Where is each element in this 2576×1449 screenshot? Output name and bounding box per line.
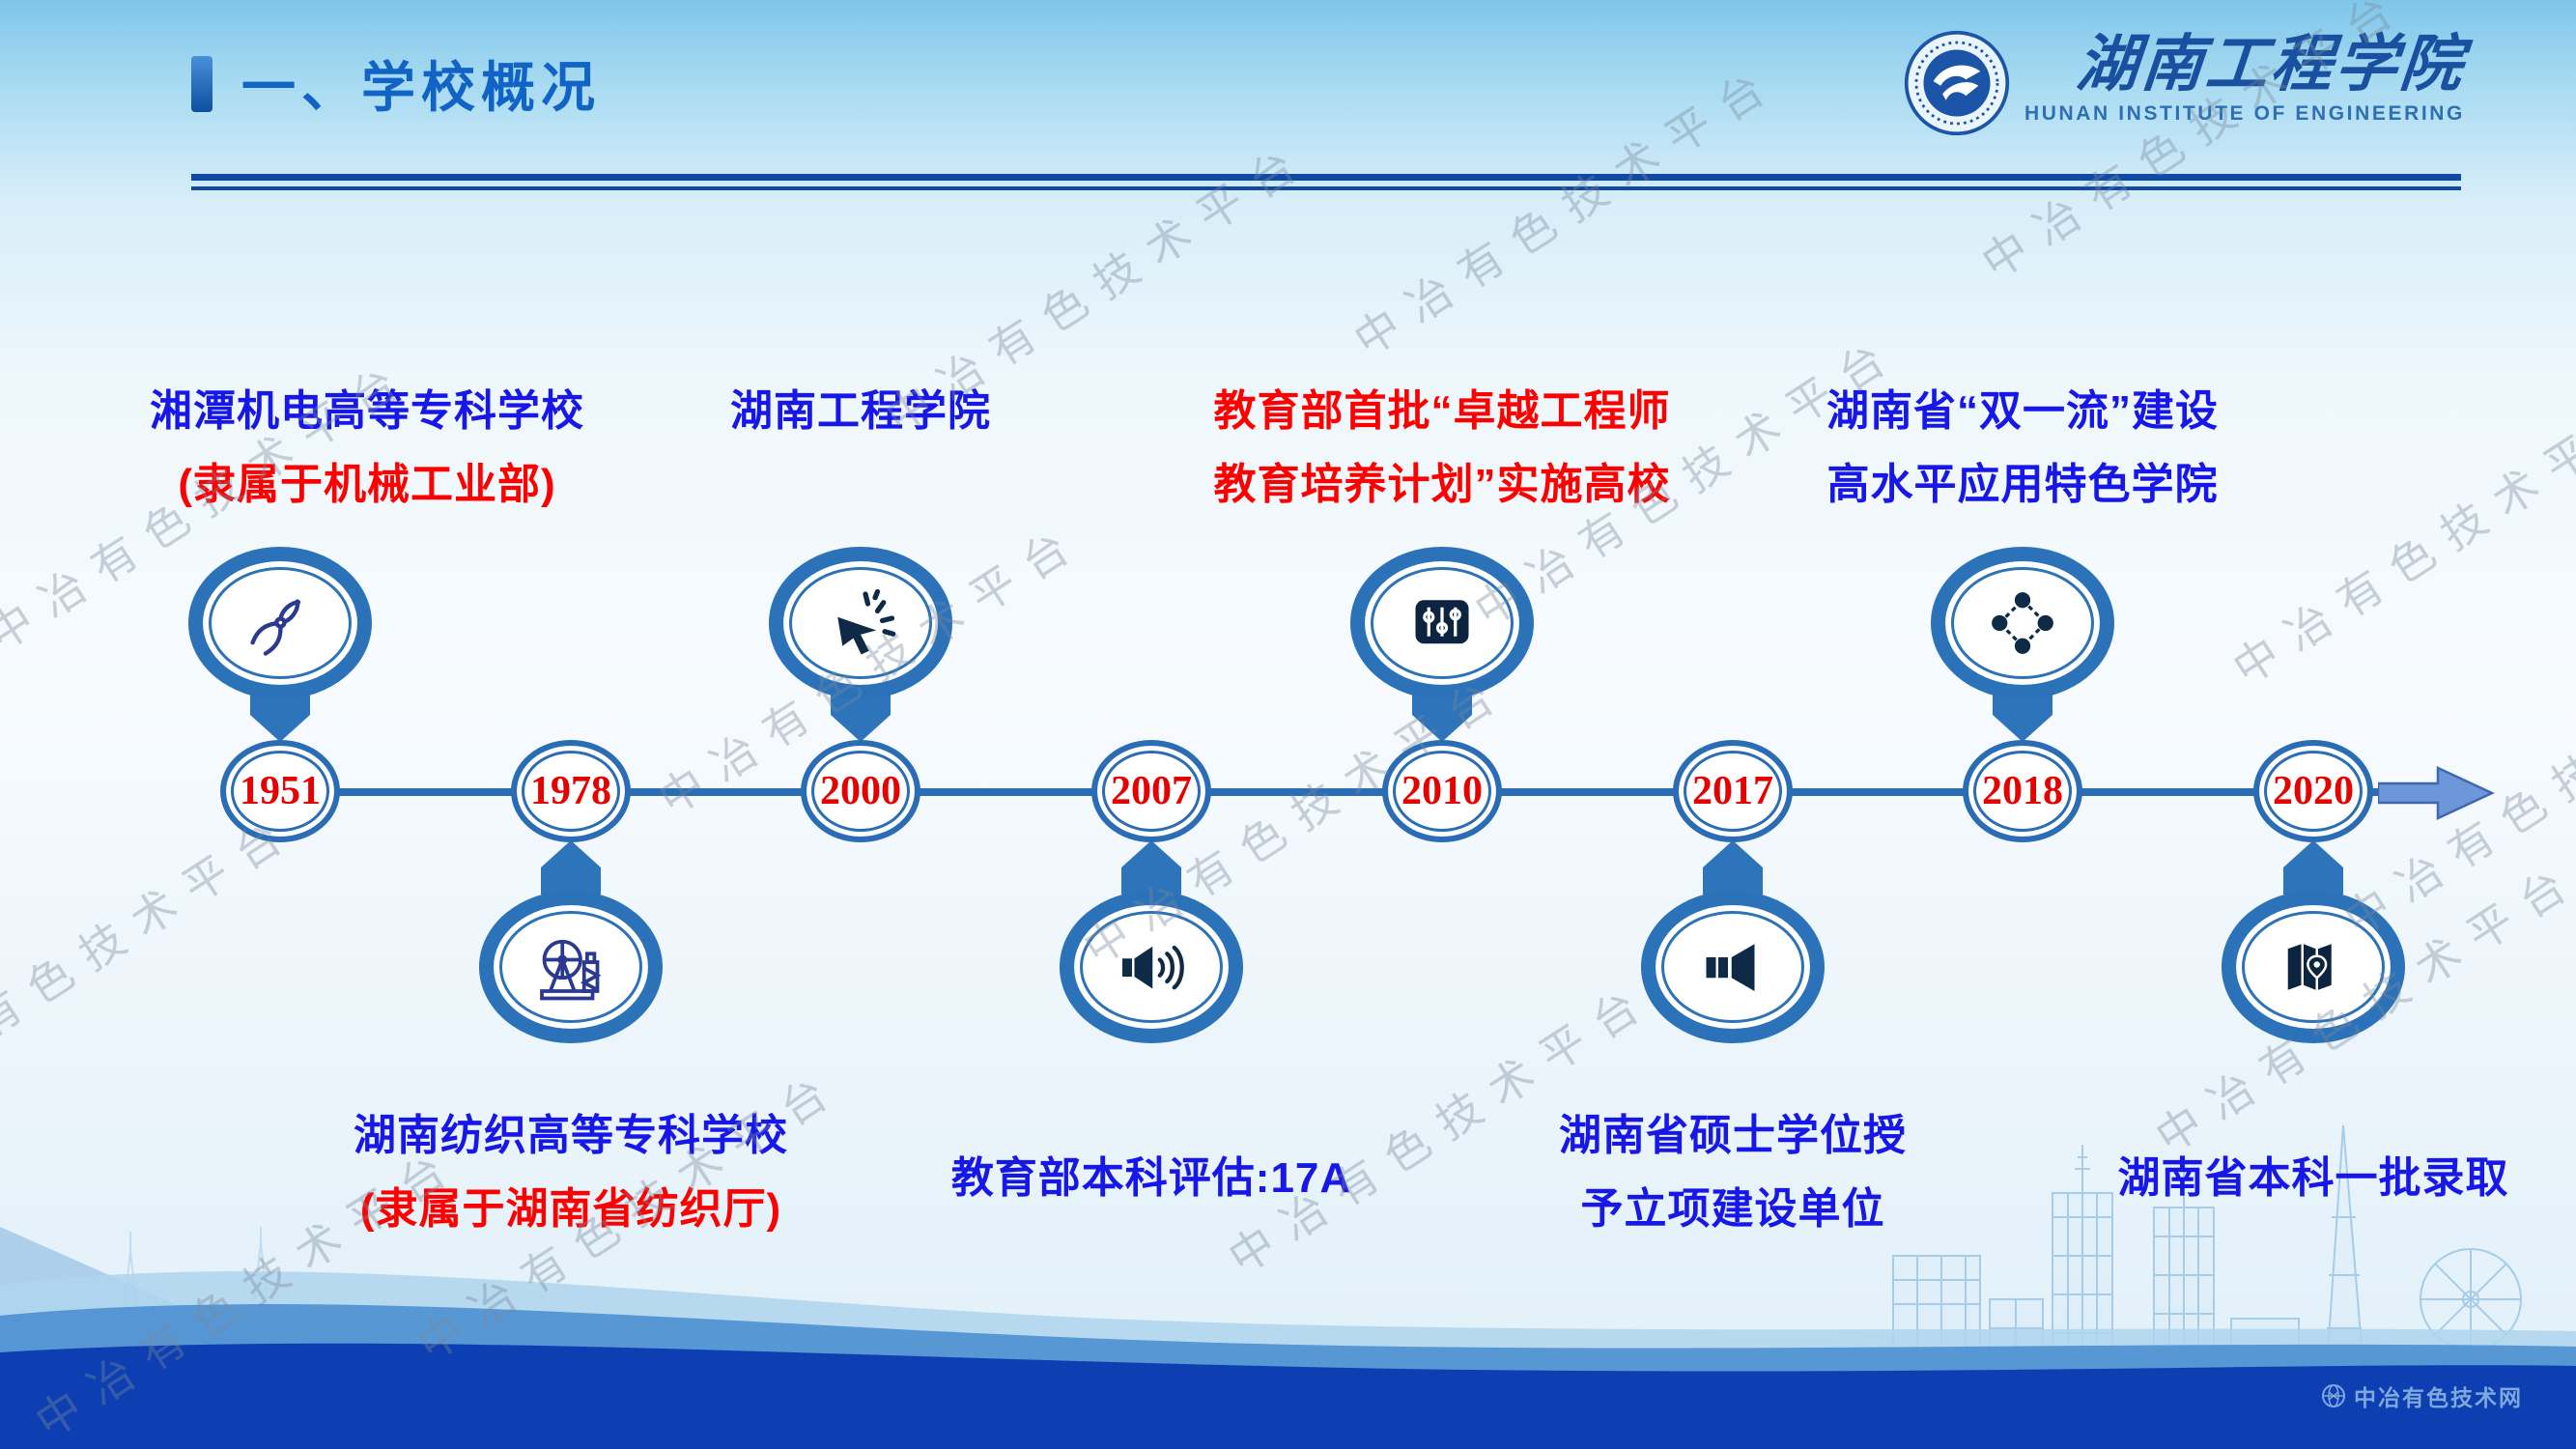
label-line: 湖南纺织高等专科学校 bbox=[354, 1112, 788, 1159]
label-line: 予立项建设单位 bbox=[1580, 1185, 1885, 1233]
year-label: 2020 bbox=[2273, 769, 2354, 813]
year-label: 1978 bbox=[530, 769, 611, 813]
milestone-label-2007: 教育部本科评估:17A bbox=[833, 1099, 1470, 1215]
milestone-label-2010: 教育部首批“卓越工程师教育培养计划”实施高校 bbox=[1123, 375, 1761, 522]
year-node-1951: 1951 bbox=[220, 740, 340, 842]
label-line: 湖南工程学院 bbox=[730, 387, 991, 435]
milestone-label-2020: 湖南省本科一批录取 bbox=[1995, 1099, 2576, 1215]
milestone-label-1951: 湘潭机电高等专科学校 (隶属于机械工业部) bbox=[48, 375, 686, 522]
year-node-2010: 2010 bbox=[1382, 740, 1502, 842]
badge-2018 bbox=[1931, 547, 2114, 699]
timeline-arrow-icon bbox=[2378, 766, 2495, 820]
year-label: 2000 bbox=[820, 769, 901, 813]
label-line: 高水平应用特色学院 bbox=[1826, 461, 2219, 508]
platform-brand-text: 中冶有色技术网 bbox=[2354, 1385, 2523, 1410]
year-label: 2018 bbox=[1982, 769, 2063, 813]
badge-2007 bbox=[1060, 891, 1243, 1043]
badge-2010 bbox=[1350, 547, 1534, 699]
slide-header: 一、学校概况 bbox=[191, 44, 601, 123]
year-node-2007: 2007 bbox=[1091, 740, 1211, 842]
school-name-english: HUNAN INSTITUTE OF ENGINEERING bbox=[2024, 102, 2465, 125]
milestone-label-1978: 湖南纺织高等专科学校 (隶属于湖南省纺织厅) bbox=[252, 1099, 890, 1246]
year-label: 2007 bbox=[1111, 769, 1192, 813]
pliers-icon bbox=[241, 584, 319, 662]
network-icon bbox=[1984, 584, 2061, 662]
badge-2000 bbox=[769, 547, 952, 699]
cursor-click-icon bbox=[822, 584, 899, 662]
badge-pointer bbox=[1121, 840, 1181, 895]
spinning-wheel-icon bbox=[532, 928, 609, 1006]
label-line: 湖南省硕士学位授 bbox=[1559, 1112, 1907, 1159]
milestone-label-2017: 湖南省硕士学位授予立项建设单位 bbox=[1414, 1099, 2052, 1246]
label-line: 教育培养计划”实施高校 bbox=[1213, 461, 1671, 508]
year-node-1978: 1978 bbox=[511, 740, 631, 842]
badge-pointer bbox=[541, 840, 601, 895]
header-divider-top bbox=[191, 174, 2461, 181]
label-line: 湖南省“双一流”建设 bbox=[1826, 387, 2219, 435]
year-node-2017: 2017 bbox=[1673, 740, 1793, 842]
bottom-wave-decoration bbox=[0, 1227, 2576, 1449]
school-logo-texts: 湖南工程学院 HUNAN INSTITUTE OF ENGINEERING bbox=[2024, 28, 2469, 126]
milestone-label-2018: 湖南省“双一流”建设高水平应用特色学院 bbox=[1704, 375, 2341, 522]
timeline-axis bbox=[275, 788, 2386, 796]
label-line: (隶属于机械工业部) bbox=[178, 461, 556, 508]
label-line: 湘潭机电高等专科学校 bbox=[150, 387, 584, 435]
page-title: 一、学校概况 bbox=[241, 57, 601, 118]
year-label: 2017 bbox=[1692, 769, 1773, 813]
school-logo: 湖南工程学院 HUNAN INSTITUTE OF ENGINEERING bbox=[1903, 28, 2469, 137]
badge-2017 bbox=[1641, 891, 1825, 1043]
badge-1978 bbox=[479, 891, 663, 1043]
badge-2020 bbox=[2222, 891, 2405, 1043]
milestone-label-2000: 湖南工程学院 bbox=[542, 375, 1179, 448]
school-name-calligraphy: 湖南工程学院 bbox=[2073, 28, 2469, 100]
label-line: (隶属于湖南省纺织厅) bbox=[359, 1185, 782, 1233]
header-divider-bottom bbox=[191, 186, 2461, 190]
title-accent-bar bbox=[191, 55, 212, 112]
platform-brand: 中冶有色技术网 bbox=[2321, 1379, 2523, 1412]
label-line: 教育部首批“卓越工程师 bbox=[1213, 387, 1671, 435]
speaker-icon bbox=[1113, 928, 1190, 1006]
map-pin-icon bbox=[2275, 928, 2352, 1006]
year-label: 1951 bbox=[240, 769, 321, 813]
sliders-icon bbox=[1403, 584, 1481, 662]
label-line: 教育部本科评估:17A bbox=[950, 1154, 1352, 1202]
label-line: 湖南省本科一批录取 bbox=[2117, 1154, 2509, 1202]
year-node-2000: 2000 bbox=[801, 740, 920, 842]
year-node-2020: 2020 bbox=[2253, 740, 2373, 842]
badge-pointer bbox=[2283, 840, 2343, 895]
globe-icon bbox=[2322, 1384, 2345, 1407]
badge-1951 bbox=[188, 547, 372, 699]
badge-pointer bbox=[1703, 840, 1763, 895]
year-label: 2010 bbox=[1401, 769, 1483, 813]
school-seal-icon bbox=[1904, 30, 2010, 136]
megaphone-icon bbox=[1694, 928, 1771, 1006]
year-node-2018: 2018 bbox=[1963, 740, 2082, 842]
